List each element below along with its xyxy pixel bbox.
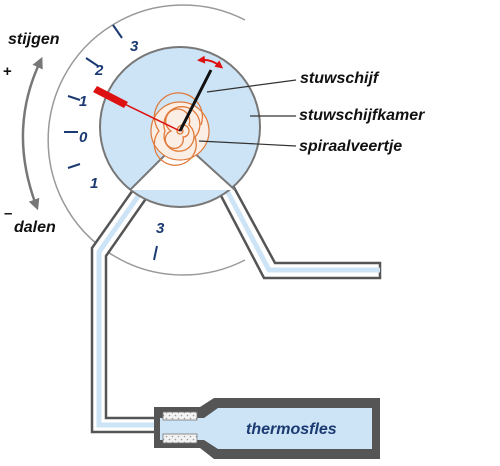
thermos-flask-inner xyxy=(160,408,372,449)
scale-ticks xyxy=(64,24,158,261)
tube-right-inner xyxy=(221,183,380,273)
tube-left-inner xyxy=(96,183,160,428)
vane-swing-arrow xyxy=(197,55,224,69)
tick-label: 1 xyxy=(79,93,87,110)
pointer-handle xyxy=(93,86,128,108)
tick-label: 3 xyxy=(156,220,165,237)
plus-sign: + xyxy=(3,63,12,80)
label-flask: thermosfles xyxy=(246,421,337,438)
tick-label: 0 xyxy=(79,129,88,146)
tick-label: 3 xyxy=(130,38,139,55)
tube-right xyxy=(216,178,382,280)
flask-insulation-top xyxy=(162,411,198,421)
minus-sign: – xyxy=(4,205,12,222)
flask-insulation-bottom xyxy=(162,433,198,444)
spiral-spring xyxy=(153,92,204,166)
vane xyxy=(178,69,213,132)
scale-arc xyxy=(47,4,246,276)
label-chamber: stuwschijfkamer xyxy=(299,107,425,124)
label-spring: spiraalveertje xyxy=(299,138,402,155)
label-falling: dalen xyxy=(14,219,56,236)
tick-label: 1 xyxy=(90,175,98,192)
leader-lines xyxy=(198,79,297,147)
label-rising: stijgen xyxy=(8,31,60,48)
tick-label: 2 xyxy=(94,62,104,79)
label-vane: stuwschijf xyxy=(300,70,380,87)
direction-arrow xyxy=(21,56,43,211)
